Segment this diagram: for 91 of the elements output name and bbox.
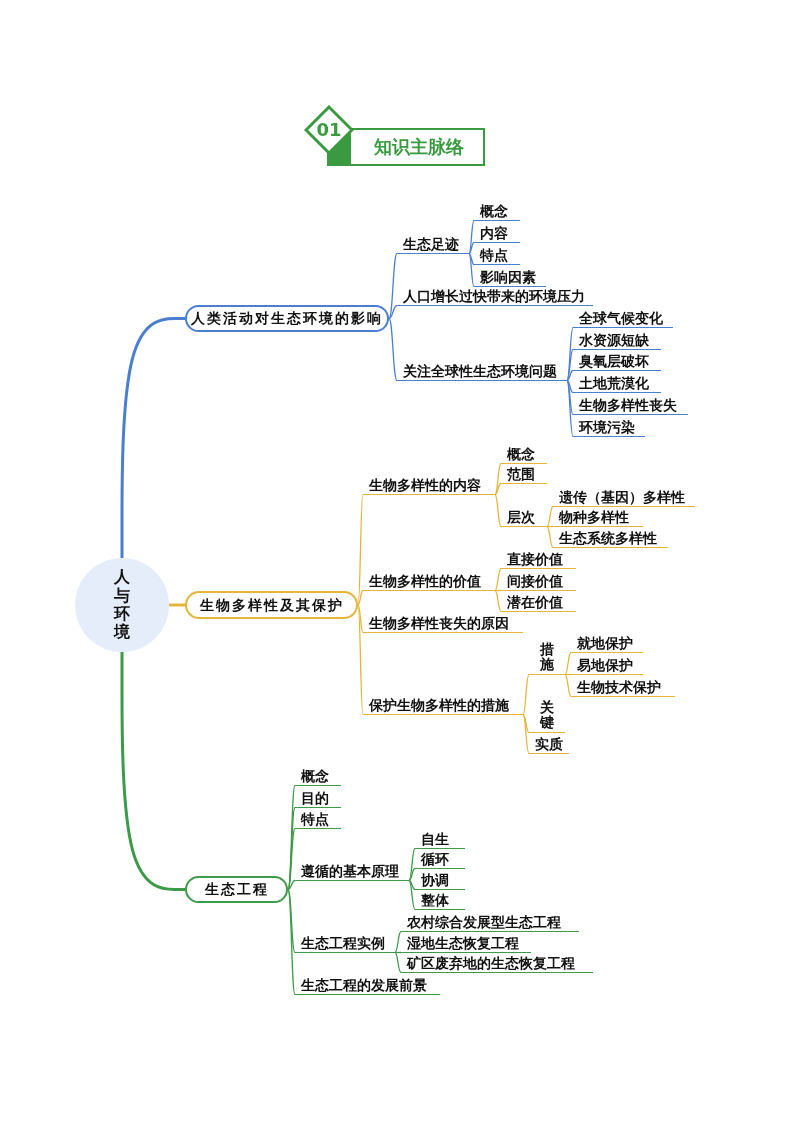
subtopic-label: 整体 <box>415 891 465 910</box>
subtopic-label: 湿地生态恢复工程 <box>401 934 531 953</box>
branch-line <box>564 673 572 698</box>
branch-line <box>494 589 502 592</box>
branch-line <box>494 567 502 592</box>
subtopic-label: 保护生物多样性的措施 <box>363 696 523 715</box>
subtopic-label: 间接价值 <box>501 572 576 591</box>
subtopic-label: 就地保护 <box>571 634 643 653</box>
subtopic-label: 农村综合发展型生态工程 <box>401 913 579 932</box>
subtopic-label: 潜在价值 <box>501 593 576 612</box>
branch-line <box>468 252 475 288</box>
root-topic-circle: 人与环境 <box>75 558 169 652</box>
branch-line <box>546 525 554 528</box>
subtopic-label: 水资源短缺 <box>573 331 661 350</box>
branch-line <box>394 930 402 954</box>
subtopic-label: 特点 <box>295 810 341 829</box>
subtopic-label: 全球气候变化 <box>573 309 673 328</box>
subtopic-label: 概念 <box>474 202 520 221</box>
branch-line <box>394 951 402 974</box>
subtopic-label: 直接价值 <box>501 550 576 569</box>
branch-line <box>408 867 416 882</box>
branch-line <box>566 348 574 382</box>
branch-line <box>564 651 572 676</box>
subtopic-label: 自生 <box>415 830 465 849</box>
subtopic-label: 生态工程的发展前景 <box>295 976 440 995</box>
subtopic-label: 范围 <box>501 465 547 484</box>
subtopic-label: 生物多样性的内容 <box>363 476 495 495</box>
branch-line <box>468 219 475 255</box>
topic-pill: 人类活动对生态环境的影响 <box>185 305 389 332</box>
branch-line <box>287 888 296 954</box>
subtopic-label: 生物多样性丧失 <box>573 396 688 415</box>
subtopic-label: 实质 <box>529 735 569 754</box>
branch-line <box>566 379 574 394</box>
subtopic-label: 关注全球性生态环境问题 <box>397 362 567 381</box>
subtopic-label: 概念 <box>295 767 341 786</box>
subtopic-label: 关键 <box>529 700 565 733</box>
branch-line <box>408 879 416 891</box>
branch-line <box>494 462 502 496</box>
branch-line <box>494 589 502 613</box>
subtopic-label: 易地保护 <box>571 656 643 675</box>
branch-line <box>394 951 402 954</box>
branch-line <box>566 369 574 382</box>
branch-line <box>468 241 475 255</box>
branch-line <box>566 379 574 416</box>
branch-line <box>522 673 530 716</box>
branch-line <box>522 713 530 734</box>
subtopic-label: 环境污染 <box>573 418 645 437</box>
subtopic-label: 生物技术保护 <box>571 678 675 697</box>
subtopic-label: 措施 <box>529 642 565 675</box>
topic-pill: 生态工程 <box>185 876 288 903</box>
branch-line <box>564 673 572 676</box>
branch-line <box>468 252 475 266</box>
subtopic-label: 目的 <box>295 789 341 808</box>
branch-line <box>287 888 296 996</box>
branch-line <box>287 827 296 891</box>
branch-line <box>566 326 574 382</box>
branch-line <box>120 317 185 558</box>
branch-line <box>120 652 185 891</box>
subtopic-label: 生物多样性丧失的原因 <box>363 614 523 633</box>
branch-line <box>388 252 398 320</box>
branch-line <box>169 603 185 607</box>
subtopic-label: 遵循的基本原理 <box>295 862 409 881</box>
subtopic-label: 概念 <box>501 445 547 464</box>
subtopic-label: 生态系统多样性 <box>553 529 668 548</box>
branch-line <box>546 505 554 528</box>
number-badge: 01 <box>304 105 354 155</box>
branch-line <box>522 713 530 755</box>
subtopic-label: 影响因素 <box>474 268 546 287</box>
branch-line <box>494 493 502 528</box>
branch-line <box>388 317 398 382</box>
subtopic-label: 内容 <box>474 224 520 243</box>
subtopic-label: 特点 <box>474 246 520 265</box>
subtopic-label: 生态工程实例 <box>295 934 395 953</box>
topic-pill: 生物多样性及其保护 <box>185 591 358 619</box>
branch-line <box>566 379 574 438</box>
subtopic-label: 土地荒漠化 <box>573 374 661 393</box>
subtopic-label: 生物多样性的价值 <box>363 572 495 591</box>
branch-line <box>546 525 554 549</box>
subtopic-label: 人口增长过快带来的环境压力 <box>397 287 593 306</box>
subtopic-label: 协调 <box>415 871 465 890</box>
subtopic-label: 臭氧层破坏 <box>573 352 661 371</box>
subtopic-label: 矿区废弃地的生态恢复工程 <box>401 954 593 973</box>
branch-line <box>357 589 364 606</box>
branch-line <box>408 879 416 911</box>
subtopic-label: 循环 <box>415 850 465 869</box>
subtopic-label: 生态足迹 <box>397 235 469 254</box>
branch-line <box>357 604 364 634</box>
branch-line <box>494 482 502 496</box>
subtopic-label: 物种多样性 <box>553 508 643 527</box>
subtopic-label: 层次 <box>501 508 547 527</box>
subtopic-label: 遗传（基因）多样性 <box>553 488 695 507</box>
